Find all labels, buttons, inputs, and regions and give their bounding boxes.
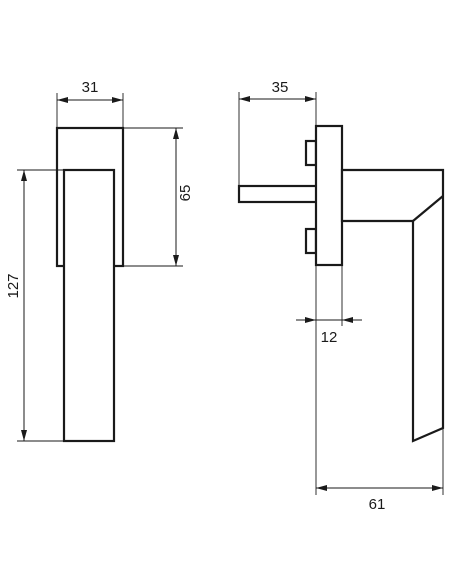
side-spindle (237, 184, 319, 204)
side-screw-boss-bottom (304, 227, 318, 255)
side-view: 35 12 61 (237, 79, 445, 513)
dim-127-arrow-bottom (21, 430, 27, 441)
side-handle-profile (340, 168, 445, 443)
dim-65-arrow-bottom (173, 255, 179, 266)
dim-61-label: 61 (369, 496, 386, 513)
side-rose-plate (314, 124, 344, 267)
dim-31-label: 31 (82, 79, 99, 96)
dim-31-arrow-left (57, 97, 68, 103)
dim-127-label: 127 (5, 273, 22, 298)
dim-65-arrow-top (173, 128, 179, 139)
dim-61-arrow-left (316, 485, 327, 491)
dim-61-arrow-right (432, 485, 443, 491)
dim-31-arrow-right (112, 97, 123, 103)
dim-35-arrow-left (239, 96, 250, 102)
dim-12-arrow-right (342, 317, 353, 323)
side-handle-bevel (412, 195, 444, 222)
front-handle-lever (62, 168, 116, 443)
dim-127-arrow-top (21, 170, 27, 181)
dim-65-label: 65 (177, 185, 194, 202)
dim-12-label: 12 (321, 329, 338, 346)
dim-35-arrow-right (305, 96, 316, 102)
dim-35-label: 35 (272, 79, 289, 96)
dim-12-arrow-left (305, 317, 316, 323)
front-view: 31 65 127 (5, 79, 194, 443)
side-screw-boss-top (304, 139, 318, 167)
